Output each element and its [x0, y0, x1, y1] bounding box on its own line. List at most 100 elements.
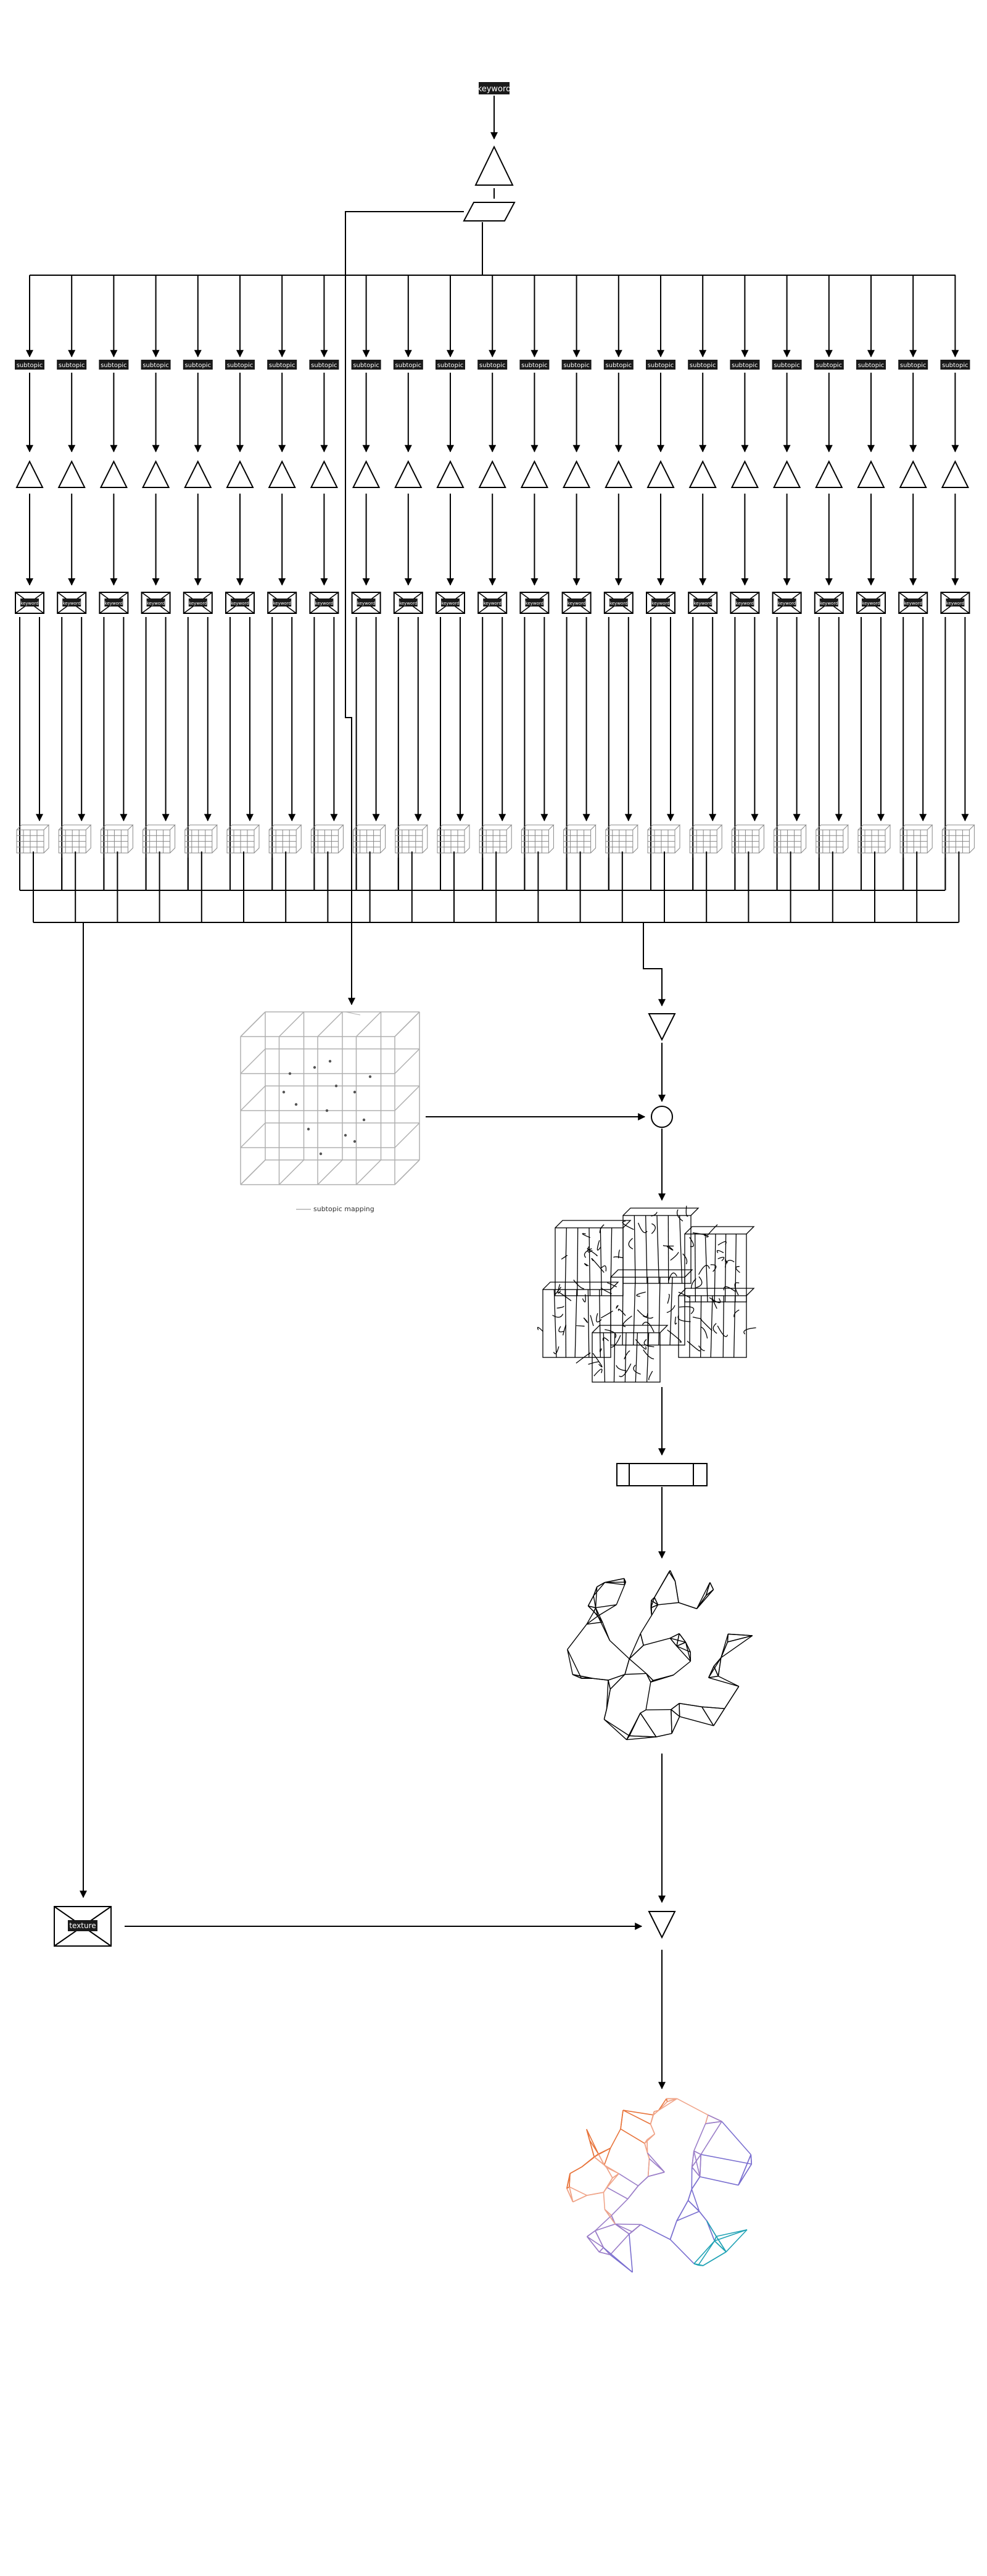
triangle-up-icon	[857, 460, 885, 488]
mesh-edge	[698, 2240, 715, 2266]
subtopic-label: subtopic	[772, 360, 802, 370]
mini-keyword-text: keyword	[105, 601, 123, 606]
mesh-edge	[603, 2177, 613, 2193]
bowtie-icon: keyword	[646, 592, 675, 614]
triangle-up-icon	[310, 460, 339, 488]
mesh-edge	[691, 2150, 695, 2168]
triangle-up-icon	[394, 460, 423, 488]
mesh-edge	[624, 1673, 646, 1675]
mesh-edge	[676, 2211, 700, 2222]
mesh-edge	[603, 1708, 608, 1720]
mesh-edge	[656, 1733, 672, 1737]
mesh-edge	[669, 1638, 677, 1647]
bowtie-icon: keyword	[940, 592, 970, 614]
bowtie-icon: keyword	[225, 592, 255, 614]
cube-icon	[899, 824, 933, 853]
mesh-edge	[593, 1596, 597, 1608]
mini-keyword-text: keyword	[820, 601, 838, 606]
triangle-up-icon	[474, 145, 514, 186]
bowtie-icon: keyword	[688, 592, 718, 614]
mesh-edge	[706, 2220, 716, 2242]
mesh-edge	[595, 2230, 605, 2248]
mesh-edge	[588, 1605, 596, 1609]
subtopic-label-text: subtopic	[479, 362, 506, 369]
triangle-up-icon	[605, 460, 633, 488]
cube-icon	[479, 824, 513, 853]
mesh-edge	[693, 2263, 699, 2266]
mini-keyword-text: keyword	[441, 601, 459, 606]
mapping-point	[353, 1090, 357, 1094]
subtopic-label-text: subtopic	[521, 362, 548, 369]
cube-icon	[731, 824, 765, 853]
mesh-edge	[595, 2215, 612, 2231]
mesh-edge	[701, 2154, 752, 2165]
mesh-edge	[597, 1604, 617, 1617]
subtopic-label: subtopic	[351, 360, 381, 370]
subtopic-label-text: subtopic	[942, 362, 968, 369]
mesh-edge	[727, 1634, 729, 1642]
mesh-edge	[603, 2164, 607, 2168]
mini-keyword-text: keyword	[273, 601, 291, 606]
bowtie-icon: keyword	[351, 592, 381, 614]
mesh-edge	[599, 2251, 611, 2256]
subtopic-label-text: subtopic	[17, 362, 43, 369]
mesh-edge	[567, 1649, 573, 1675]
mesh-edge	[698, 2211, 708, 2221]
mesh-edge	[593, 2147, 611, 2158]
mesh-edge	[724, 1686, 740, 1709]
mesh-edge	[640, 1633, 644, 1646]
mesh-edge	[587, 2236, 600, 2253]
mesh-edge	[603, 2192, 606, 2209]
subtopic-column: subtopic keyword	[940, 275, 975, 922]
cube-icon	[226, 824, 260, 853]
triangle-up-icon	[941, 460, 970, 488]
mesh-edge	[671, 1709, 680, 1717]
mesh-edge	[671, 1716, 680, 1734]
cube-icon	[58, 824, 92, 853]
subtopic-label-text: subtopic	[774, 362, 800, 369]
mapping-point	[328, 1059, 332, 1063]
subtopic-label: subtopic	[940, 360, 970, 370]
mesh-edge	[606, 1689, 611, 1709]
mesh-edge	[629, 2224, 642, 2235]
mesh-edge	[705, 2121, 722, 2124]
mesh-edge	[569, 2186, 587, 2196]
mapping-point	[288, 1072, 292, 1075]
mesh-edge	[646, 2152, 665, 2172]
mesh-edge	[640, 2224, 671, 2240]
cube-icon	[16, 824, 50, 853]
mesh-edge	[624, 1659, 630, 1675]
mesh-edge	[603, 1719, 627, 1741]
mesh-edge	[572, 1674, 582, 1679]
mesh-edge	[738, 2163, 752, 2186]
mesh-edge	[566, 2173, 571, 2189]
bowtie-icon: keyword	[603, 592, 634, 614]
mesh-edge	[620, 2128, 645, 2144]
mapping-point	[334, 1084, 338, 1088]
subtopic-column: subtopic keyword	[814, 275, 849, 922]
subtopic-label: subtopic	[730, 360, 760, 370]
mesh-edge	[687, 2200, 700, 2212]
mesh-edge	[703, 2251, 727, 2266]
mini-keyword-text: keyword	[693, 601, 711, 606]
mesh-edge	[725, 2229, 748, 2253]
mini-keyword-text: keyword	[862, 601, 880, 606]
mesh-edge	[676, 1646, 691, 1662]
subtopic-label-text: subtopic	[732, 362, 758, 369]
subtopic-label: subtopic	[814, 360, 844, 370]
mini-keyword-text: keyword	[231, 601, 249, 606]
subtopic-label: subtopic	[856, 360, 886, 370]
mini-keyword-text: keyword	[904, 601, 922, 606]
mesh-edge	[614, 2223, 633, 2232]
bowtie-icon: keyword	[57, 592, 87, 614]
mesh-edge	[714, 2229, 748, 2242]
mesh-edge	[679, 1703, 680, 1717]
